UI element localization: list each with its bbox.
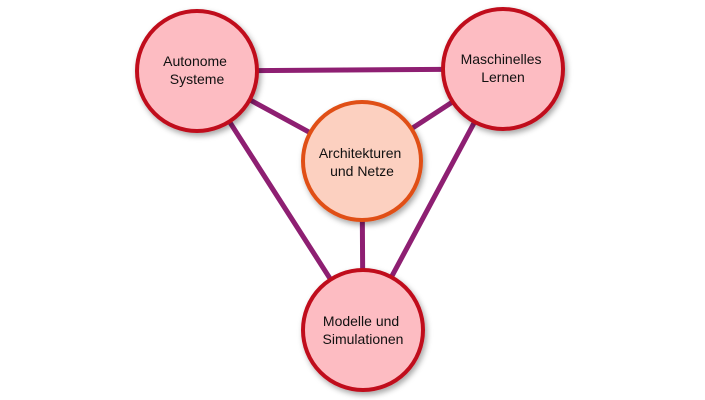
node-architekturen[interactable]: Architekturen und Netze (301, 100, 423, 222)
node-modelle-circle (301, 268, 425, 392)
node-maschinelles-circle (441, 7, 565, 131)
node-autonome[interactable]: Autonome Systeme (135, 9, 259, 133)
node-autonome-label: Autonome Systeme (163, 53, 231, 87)
node-autonome-circle (135, 9, 259, 133)
node-architekturen-label: Architekturen und Netze (319, 145, 405, 179)
node-maschinelles-label: Maschinelles Lernen (461, 51, 546, 85)
node-modelle[interactable]: Modelle und Simulationen (301, 268, 425, 392)
node-maschinelles[interactable]: Maschinelles Lernen (441, 7, 565, 131)
node-architekturen-circle (301, 100, 423, 222)
node-modelle-label: Modelle und Simulationen (323, 313, 404, 347)
